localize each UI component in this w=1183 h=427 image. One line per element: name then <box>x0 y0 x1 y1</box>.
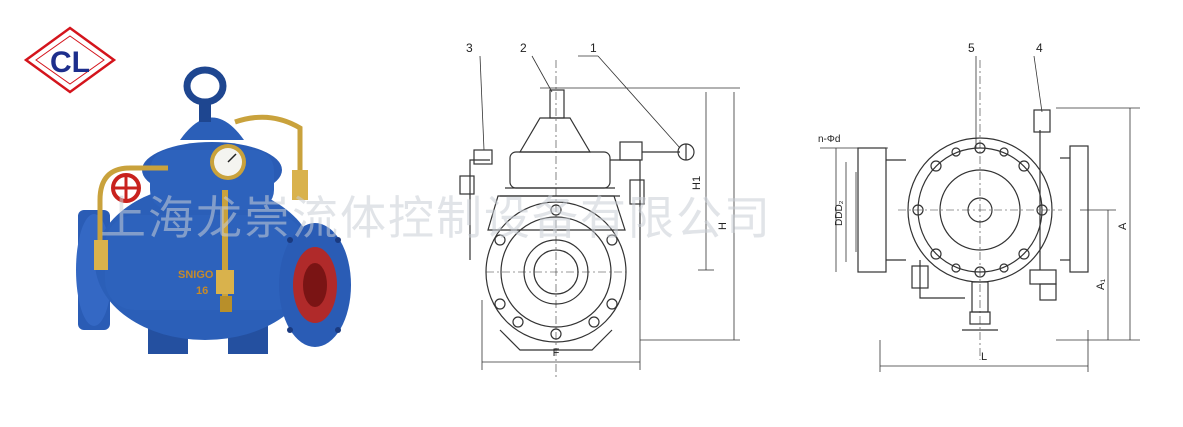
end-view-callouts <box>975 55 1043 148</box>
dimension-A: A <box>1117 222 1129 230</box>
dimension-diameters: DDD₂ <box>834 200 845 226</box>
callout-4: 4 <box>1036 41 1043 55</box>
dimension-A1: A₁ <box>1095 279 1107 290</box>
dimension-L: L <box>981 351 987 363</box>
end-view-drawing <box>820 60 1140 372</box>
callout-2: 2 <box>520 41 527 55</box>
callout-3: 3 <box>466 41 473 55</box>
dimension-H1: H1 <box>691 176 703 190</box>
dimension-H: H <box>717 222 729 230</box>
casting-text-1: SNIGO <box>178 269 214 281</box>
company-logo: CL <box>23 26 117 94</box>
valve-photo: SNIGO 16 <box>76 66 351 354</box>
dimension-F: F <box>553 347 560 359</box>
side-view-callouts <box>479 55 681 151</box>
callout-1: 1 <box>590 41 597 55</box>
side-view-drawing <box>459 60 740 380</box>
dimension-bolt: n-Φd <box>818 134 840 145</box>
logo-lettering: CL <box>50 46 90 79</box>
casting-text-2: 16 <box>196 285 208 297</box>
callout-5: 5 <box>968 41 975 55</box>
